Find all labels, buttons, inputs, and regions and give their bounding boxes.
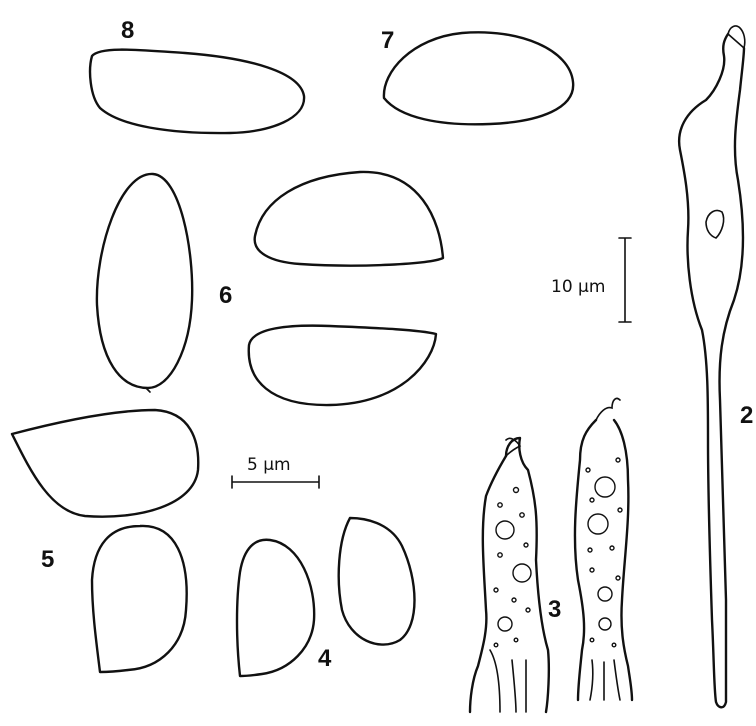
basidium-3a [470,438,549,712]
spore-5b [92,526,187,672]
scale-bar-5um-label: 5 µm [247,455,291,475]
basidium-3b [575,398,632,700]
label-6: 6 [219,282,232,309]
spore-6a [97,174,192,388]
label-4: 4 [318,645,332,672]
scale-bar-5um: 5 µm [232,455,319,488]
label-7: 7 [381,27,394,54]
scale-bar-10um-label: 10 µm [551,277,605,297]
spore-4b [339,518,415,645]
label-3: 3 [548,596,561,623]
spore-6b [255,172,443,266]
spore-5a [12,410,198,517]
spore-6c [249,326,436,405]
label-2: 2 [740,402,753,429]
spore-8 [90,50,304,133]
spore-7 [384,32,573,124]
spore-4a [237,540,314,676]
label-8: 8 [121,17,134,44]
scale-bar-10um: 10 µm [551,238,631,322]
label-5: 5 [41,546,54,573]
cystidium-2 [679,26,745,707]
